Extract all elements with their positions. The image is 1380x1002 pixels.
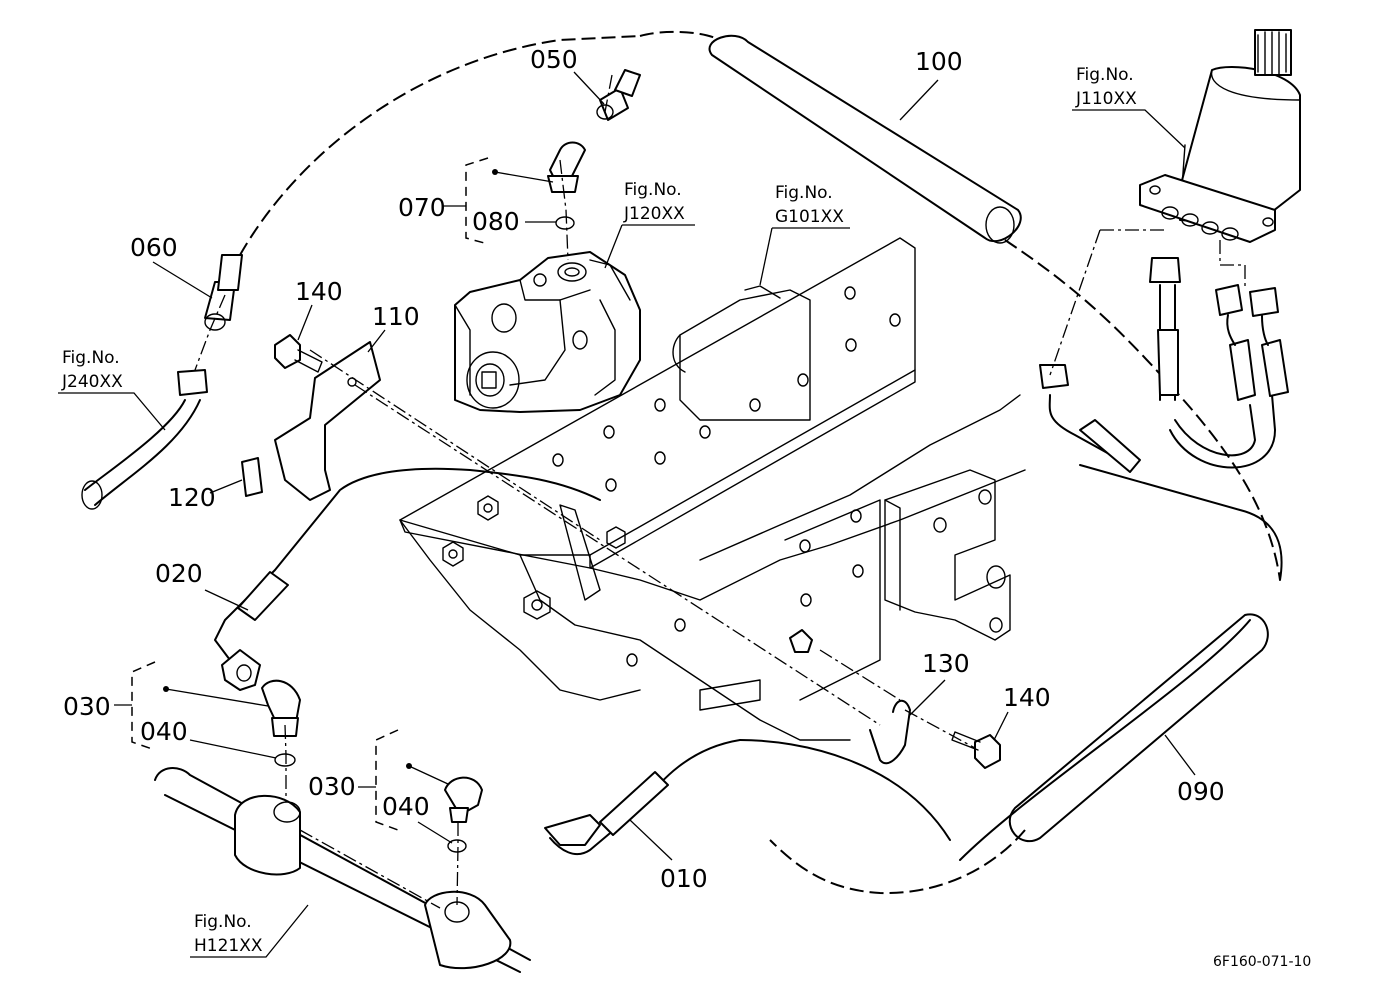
callout-130: 130 — [922, 649, 970, 678]
figref-h121-number: H121XX — [194, 936, 263, 956]
callouts: 010 020 030 030 040 040 050 060 070 080 … — [63, 45, 1225, 893]
callout-060: 060 — [130, 233, 178, 262]
figref-g101-label: Fig.No. — [775, 183, 833, 203]
figref-j120-number: J120XX — [623, 204, 685, 224]
drawing-number: 6F160-071-10 — [1213, 954, 1311, 970]
figref-g101-number: G101XX — [775, 207, 844, 227]
figref-j110-label: Fig.No. — [1076, 65, 1134, 85]
figref-j110-number: J110XX — [1075, 89, 1137, 109]
callout-110: 110 — [372, 302, 420, 331]
callout-020: 020 — [155, 559, 203, 588]
figref-h121-label: Fig.No. — [194, 912, 252, 932]
figref-j120-label: Fig.No. — [624, 180, 682, 200]
assembly-axis-lines — [194, 74, 1246, 909]
callout-070: 070 — [398, 193, 446, 222]
callout-140-lower: 140 — [1003, 683, 1051, 712]
figref-j240-number: J240XX — [61, 372, 123, 392]
callout-040-upper: 040 — [140, 717, 188, 746]
callout-030-upper: 030 — [63, 692, 111, 721]
figref-j240-label: Fig.No. — [62, 348, 120, 368]
callout-080: 080 — [472, 207, 520, 236]
callout-100: 100 — [915, 47, 963, 76]
callout-030-lower: 030 — [308, 772, 356, 801]
hydraulic-pump — [454, 251, 641, 413]
callout-140-upper: 140 — [295, 277, 343, 306]
leader-lines — [58, 71, 1196, 958]
kit-brackets — [131, 157, 498, 831]
callout-090: 090 — [1177, 777, 1225, 806]
callout-120: 120 — [168, 483, 216, 512]
figure-references: Fig.No. J110XX Fig.No. J120XX Fig.No. G1… — [61, 65, 1137, 956]
callout-050: 050 — [530, 45, 578, 74]
steering-cylinder — [154, 767, 531, 973]
callout-040-lower: 040 — [382, 792, 430, 821]
callout-010: 010 — [660, 864, 708, 893]
tractor-frame — [399, 237, 1026, 741]
steering-unit — [1139, 29, 1301, 243]
hoses — [81, 30, 1289, 895]
